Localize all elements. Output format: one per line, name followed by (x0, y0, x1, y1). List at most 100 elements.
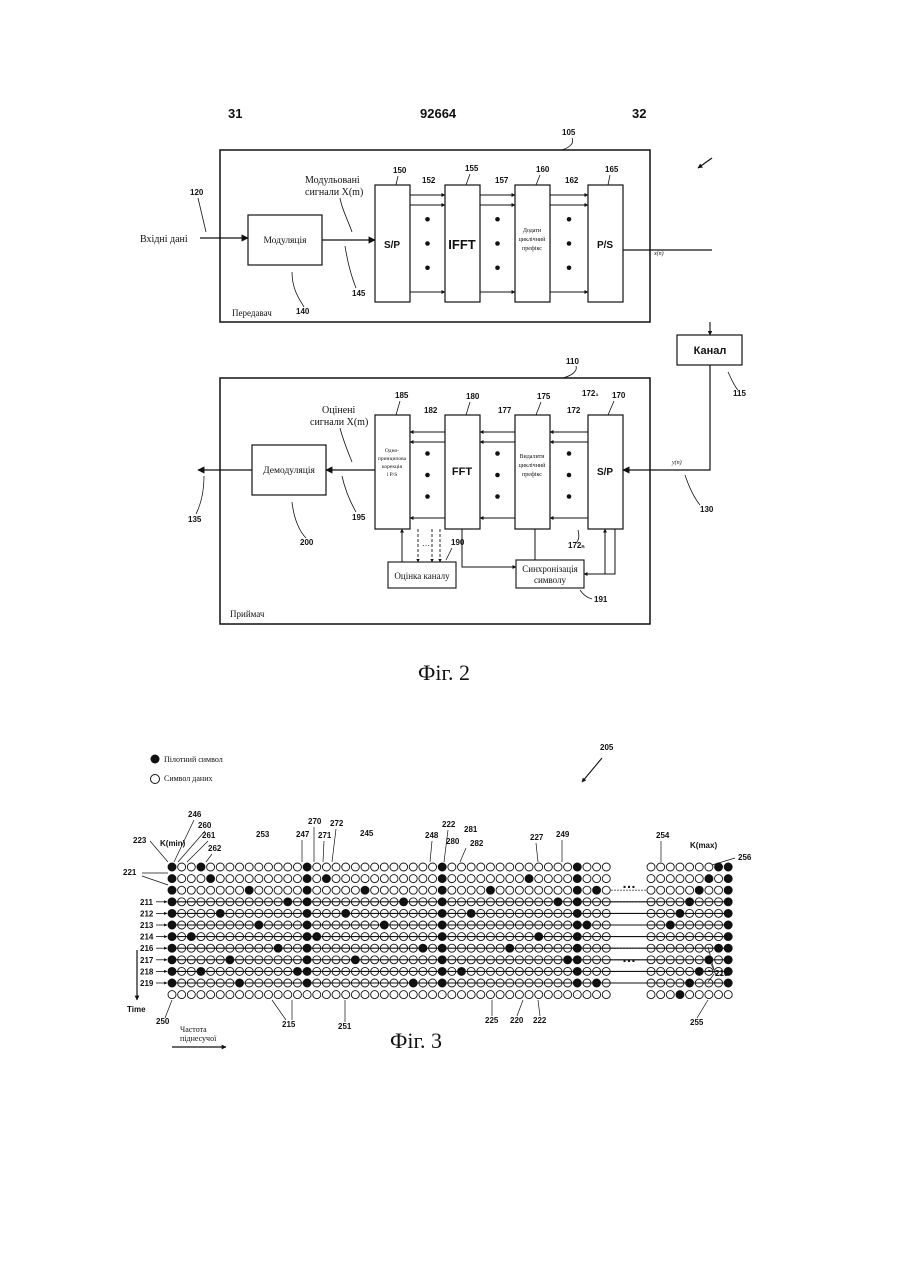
pilot-symbol (573, 875, 581, 883)
data-symbol (564, 991, 572, 999)
data-symbol (371, 863, 379, 871)
data-symbol (197, 886, 205, 894)
data-symbol (342, 863, 350, 871)
ref-170: 170 (612, 391, 626, 400)
data-symbol (216, 886, 224, 894)
data-symbol (686, 991, 694, 999)
ref-253: 253 (256, 830, 270, 839)
pilot-symbol (168, 863, 176, 871)
data-symbol (351, 886, 359, 894)
data-symbol (506, 991, 514, 999)
ref-120: 120 (190, 188, 204, 197)
patent-number: 92664 (420, 106, 457, 121)
ref-281: 281 (464, 825, 478, 834)
rx-bus-dot (495, 473, 500, 478)
data-symbol (313, 886, 321, 894)
data-symbol (313, 875, 321, 883)
ref-105: 105 (562, 128, 576, 137)
data-symbol (255, 991, 263, 999)
data-symbol (390, 991, 398, 999)
row-label-217: 217 (140, 956, 154, 965)
transmitter-frame: Передавач 105 Вхідні дані 120 Модуляція … (140, 128, 712, 322)
ref-262: 262 (208, 844, 222, 853)
data-symbol (342, 875, 350, 883)
data-symbol (361, 991, 369, 999)
ref-162: 162 (565, 176, 579, 185)
data-symbol (647, 863, 655, 871)
data-symbol (564, 863, 572, 871)
data-symbol (593, 991, 601, 999)
data-symbol (496, 875, 504, 883)
ref-227: 227 (530, 833, 544, 842)
estimated-signals-label-2: сигнали X(m) (310, 417, 368, 428)
remove-cp-label-1: Видалити (519, 454, 545, 460)
data-symbol (715, 991, 723, 999)
pilot-symbol (593, 886, 601, 894)
pilot-symbol (207, 875, 215, 883)
sp-block-rx-label: S/P (597, 467, 613, 478)
row-label-212: 212 (140, 909, 154, 918)
data-symbol (380, 875, 388, 883)
data-symbol (676, 875, 684, 883)
data-symbol (371, 991, 379, 999)
data-symbol (400, 875, 408, 883)
reference-leader (444, 830, 448, 862)
data-symbol (705, 863, 713, 871)
data-symbol (695, 875, 703, 883)
ref-282: 282 (470, 839, 484, 848)
figure-pointer-arrow (698, 158, 712, 168)
add-cp-label-1: Додати (523, 228, 542, 234)
data-symbol (168, 991, 176, 999)
dashed-tap-ellipsis: … (422, 539, 430, 548)
data-symbol (676, 886, 684, 894)
ref-190: 190 (451, 538, 465, 547)
reference-leader (536, 843, 538, 862)
ref-271: 271 (318, 831, 332, 840)
data-symbol (178, 863, 186, 871)
data-symbol (724, 991, 732, 999)
data-symbol (515, 875, 523, 883)
data-symbol (371, 875, 379, 883)
rx-bus-dot (567, 451, 572, 456)
pilot-symbol (303, 886, 311, 894)
ref-247: 247 (296, 830, 310, 839)
data-symbol (390, 886, 398, 894)
data-symbol (284, 875, 292, 883)
ref-172-1: 172₁ (582, 389, 599, 398)
fft-to-sync (462, 529, 516, 567)
pilot-symbol (676, 991, 684, 999)
data-symbol (515, 886, 523, 894)
data-symbol (197, 991, 205, 999)
data-symbol (207, 991, 215, 999)
data-symbol (236, 875, 244, 883)
data-symbol (429, 875, 437, 883)
data-symbol (274, 991, 282, 999)
data-symbol (593, 875, 601, 883)
data-symbol (477, 863, 485, 871)
data-symbol (467, 991, 475, 999)
ref-185: 185 (395, 391, 409, 400)
data-symbol (438, 991, 446, 999)
ref-175: 175 (537, 392, 551, 401)
data-symbol (197, 875, 205, 883)
reference-leader (332, 829, 336, 862)
data-symbol (467, 863, 475, 871)
ref-177: 177 (498, 406, 512, 415)
data-symbol (351, 875, 359, 883)
pilot-symbol (303, 863, 311, 871)
data-symbol (554, 875, 562, 883)
data-symbol (429, 886, 437, 894)
reference-leader (165, 1000, 172, 1018)
data-symbol (686, 886, 694, 894)
ref-135: 135 (188, 515, 202, 524)
pilot-symbol (245, 886, 253, 894)
equalizer-label-2: принципова (378, 456, 407, 462)
data-symbol (274, 875, 282, 883)
channel-label: Канал (694, 345, 727, 357)
ref-195: 195 (352, 513, 366, 522)
ref-110: 110 (566, 357, 579, 366)
reference-leader (517, 1000, 523, 1016)
data-symbol (236, 991, 244, 999)
data-symbol (187, 875, 195, 883)
